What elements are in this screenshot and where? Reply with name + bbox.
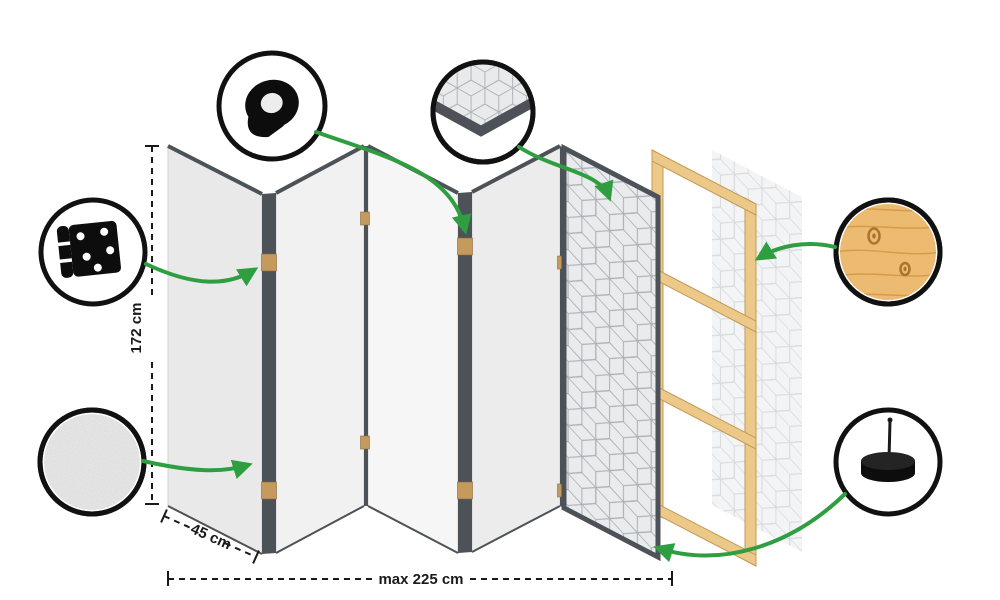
max-width-dimension: [167, 571, 673, 586]
felt-foot-pin-icon: [861, 417, 915, 482]
wood-callout: [833, 197, 943, 307]
hinge-callout: [38, 197, 148, 307]
panel-1: [167, 145, 263, 555]
hinge-icon: [360, 211, 370, 226]
panel-bottom-edges: [167, 505, 561, 555]
arrow-hinge-to-joint: [144, 262, 259, 287]
panel-2: [275, 145, 365, 554]
hinge-icon: [457, 481, 473, 500]
hinge-icon: [457, 237, 473, 256]
tape-callout: [216, 50, 328, 162]
arrow-fabric-to-panel: [141, 459, 253, 479]
pattern-sheet: [712, 150, 802, 552]
fabric-callout: [37, 407, 147, 517]
patterned-panel-corner-icon: [435, 64, 531, 137]
annotation-arrows: [141, 130, 847, 563]
folding-screen: [167, 143, 661, 562]
foot-callout: [833, 407, 943, 517]
fabric-texture-icon: [44, 414, 140, 510]
arrow-tape-to-hinge: [314, 130, 472, 235]
panel-edge-bar-2: [364, 146, 368, 506]
hinge-icon: [261, 253, 277, 272]
max-width-dimension-label: max 225 cm: [378, 571, 463, 588]
panel-4: [471, 145, 561, 553]
arrow-corner-to-panel: [517, 145, 614, 202]
panel-5-patterned: [561, 143, 661, 562]
hinge-icon: [360, 435, 370, 450]
arrow-wood-to-frame: [754, 241, 837, 261]
hinge-icon: [261, 481, 277, 500]
arrow-foot-to-base: [653, 492, 847, 563]
tape-roll-icon: [245, 79, 299, 138]
hinge-icon: [56, 220, 121, 278]
wood-texture-icon: [840, 204, 936, 300]
panel-width-dimension: [160, 509, 260, 564]
panel-edge-bar-1: [262, 193, 276, 554]
panel-corner-callout: [430, 59, 536, 165]
panel-edge-bar-3: [458, 192, 472, 553]
height-dimension-label: 172 cm: [128, 303, 145, 354]
panel-3: [367, 145, 459, 554]
height-dimension: [145, 145, 159, 505]
